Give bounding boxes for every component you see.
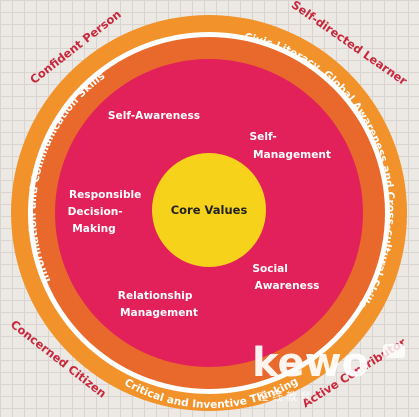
core-disc <box>152 153 266 267</box>
core-values-label: Core Values <box>171 203 248 217</box>
watermark-badge-icon <box>383 344 405 358</box>
label-self-management: Self- Management <box>250 131 331 161</box>
label-relationship-management: Relationship Management <box>118 290 198 319</box>
label-social-awareness: Social Awareness <box>252 263 319 292</box>
label-self-awareness: Self-Awareness <box>108 110 200 122</box>
label-responsible-decision-making: Responsible Decision- Making <box>68 189 145 235</box>
watermark-tagline: 在线教育 <box>258 389 314 403</box>
watermark-brand: kewo <box>252 340 369 386</box>
watermark: kewo 在线教育 <box>252 340 405 403</box>
